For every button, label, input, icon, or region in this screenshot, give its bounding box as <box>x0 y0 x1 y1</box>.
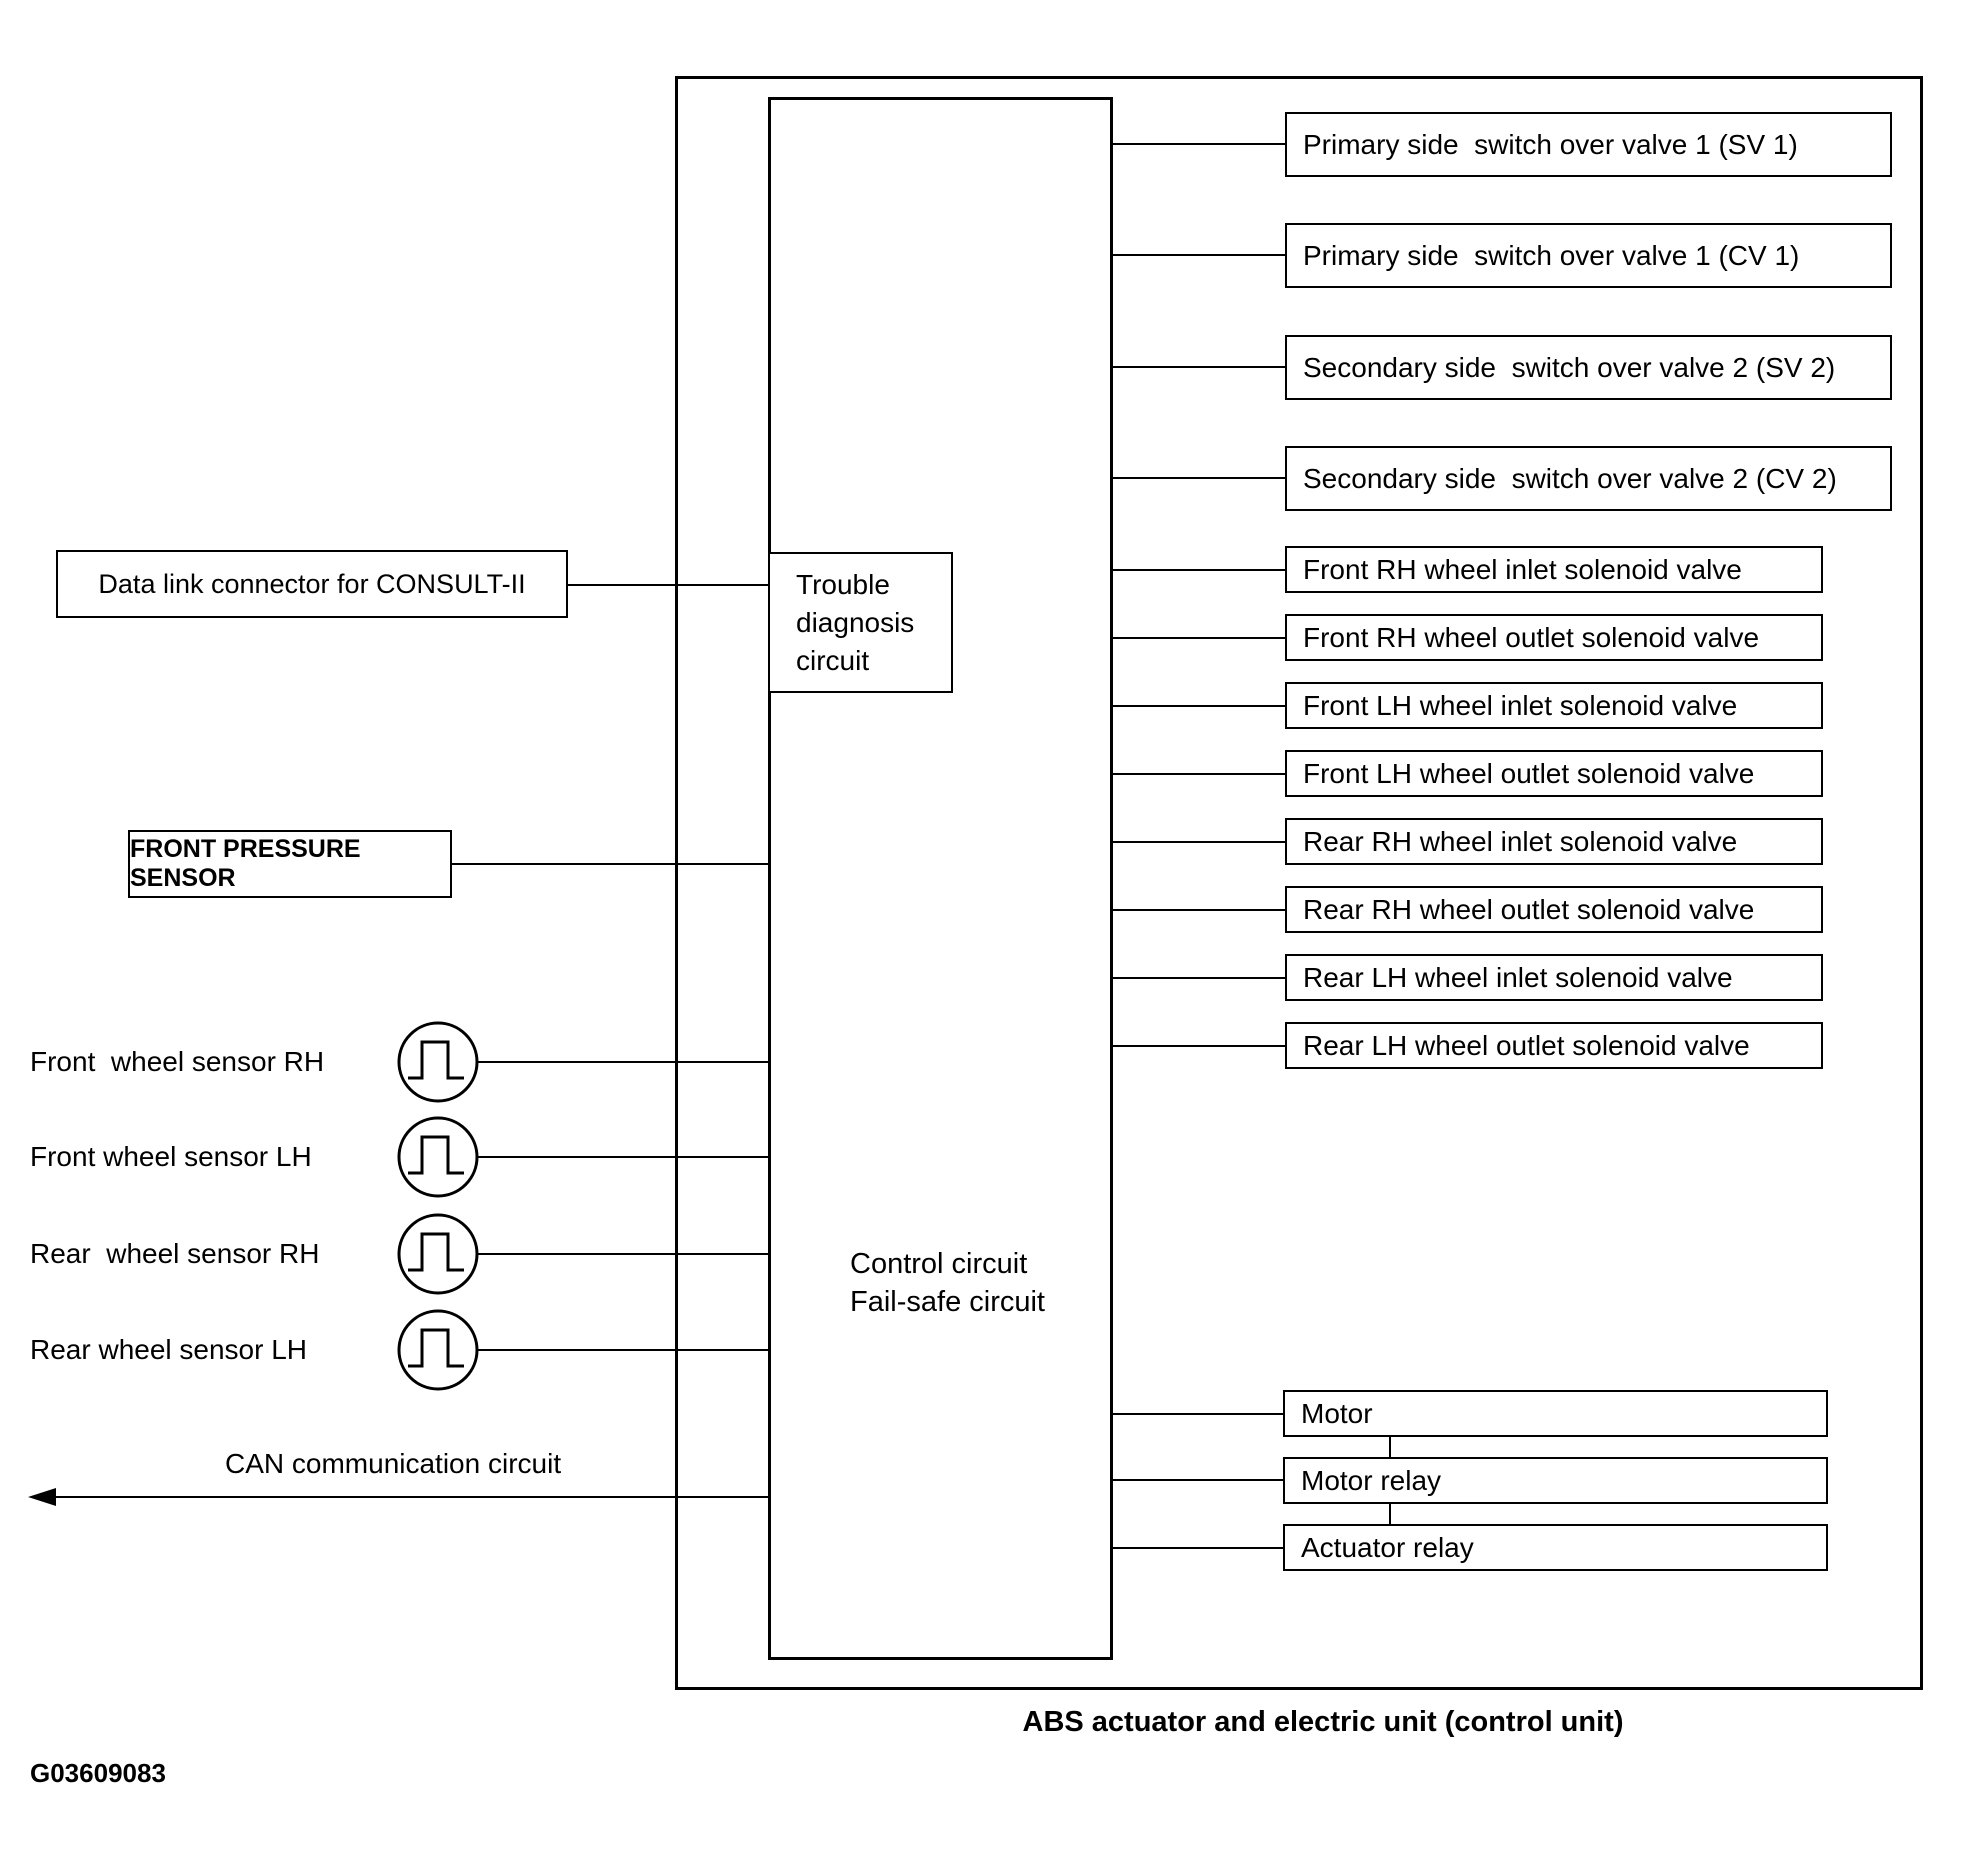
box-motor-relay: Motor relay <box>1283 1457 1828 1504</box>
box-motor: Motor <box>1283 1390 1828 1437</box>
box-secondary-switch-over-valve-cv2: Secondary side switch over valve 2 (CV 2… <box>1285 446 1892 511</box>
pulse-signal-icon <box>397 1021 479 1103</box>
figure-id: G03609083 <box>30 1758 166 1788</box>
box-label: Motor relay <box>1301 1464 1442 1496</box>
can-arrowhead-icon <box>28 1488 56 1506</box>
box-rear-rh-outlet-solenoid: Rear RH wheel outlet solenoid valve <box>1285 886 1823 933</box>
rear-wheel-sensor-lh-label: Rear wheel sensor LH <box>30 1334 308 1365</box>
front-wheel-sensor-lh-label: Front wheel sensor LH <box>30 1141 312 1172</box>
box-rear-rh-inlet-solenoid: Rear RH wheel inlet solenoid valve <box>1285 818 1823 865</box>
box-label: Rear LH wheel inlet solenoid valve <box>1303 961 1733 993</box>
box-label: Secondary side switch over valve 2 (CV 2… <box>1303 462 1837 494</box>
diagram-caption: ABS actuator and electric unit (control … <box>1022 1706 1624 1738</box>
box-label: Front RH wheel outlet solenoid valve <box>1303 621 1760 653</box>
control-circuit-box <box>768 97 1113 1660</box>
box-label: Front LH wheel outlet solenoid valve <box>1303 757 1755 789</box>
pulse-signal-icon <box>397 1309 479 1391</box>
data-link-connector-box: Data link connector for CONSULT-II <box>56 550 568 618</box>
box-label: Front RH wheel inlet solenoid valve <box>1303 553 1742 585</box>
box-label: Actuator relay <box>1301 1531 1474 1563</box>
box-label: Rear RH wheel inlet solenoid valve <box>1303 825 1738 857</box>
box-label: Rear RH wheel outlet solenoid valve <box>1303 893 1755 925</box>
box-secondary-switch-over-valve-sv2: Secondary side switch over valve 2 (SV 2… <box>1285 335 1892 400</box>
box-rear-lh-inlet-solenoid: Rear LH wheel inlet solenoid valve <box>1285 954 1823 1001</box>
trouble-diagnosis-label: Trouble diagnosis circuit <box>796 568 915 676</box>
box-label: Primary side switch over valve 1 (CV 1) <box>1303 239 1800 271</box>
box-front-lh-outlet-solenoid: Front LH wheel outlet solenoid valve <box>1285 750 1823 797</box>
trouble-diagnosis-box: Trouble diagnosis circuit <box>768 552 953 693</box>
box-primary-switch-over-valve-sv1: Primary side switch over valve 1 (SV 1) <box>1285 112 1892 177</box>
can-communication-label: CAN communication circuit <box>225 1448 562 1479</box>
pulse-signal-icon <box>397 1213 479 1295</box>
box-front-lh-inlet-solenoid: Front LH wheel inlet solenoid valve <box>1285 682 1823 729</box>
front-pressure-sensor-box: FRONT PRESSURE SENSOR <box>128 830 452 898</box>
control-circuit-label: Control circuit Fail-safe circuit <box>850 1248 1045 1318</box>
box-rear-lh-outlet-solenoid: Rear LH wheel outlet solenoid valve <box>1285 1022 1823 1069</box>
front-pressure-sensor-label: FRONT PRESSURE SENSOR <box>130 835 368 892</box>
box-label: Secondary side switch over valve 2 (SV 2… <box>1303 351 1836 383</box>
pulse-signal-icon <box>397 1116 479 1198</box>
box-front-rh-inlet-solenoid: Front RH wheel inlet solenoid valve <box>1285 546 1823 593</box>
box-label: Motor <box>1301 1397 1373 1429</box>
front-wheel-sensor-rh-label: Front wheel sensor RH <box>30 1046 325 1077</box>
box-front-rh-outlet-solenoid: Front RH wheel outlet solenoid valve <box>1285 614 1823 661</box>
box-label: Rear LH wheel outlet solenoid valve <box>1303 1029 1750 1061</box>
box-actuator-relay: Actuator relay <box>1283 1524 1828 1571</box>
wheel-sensor-icons <box>397 1021 479 1391</box>
box-label: Primary side switch over valve 1 (SV 1) <box>1303 128 1798 160</box>
box-label: Front LH wheel inlet solenoid valve <box>1303 689 1738 721</box>
data-link-connector-label: Data link connector for CONSULT-II <box>98 568 526 599</box>
rear-wheel-sensor-rh-label: Rear wheel sensor RH <box>30 1238 320 1269</box>
abs-unit-outer-box <box>675 76 1923 1690</box>
box-primary-switch-over-valve-cv1: Primary side switch over valve 1 (CV 1) <box>1285 223 1892 288</box>
